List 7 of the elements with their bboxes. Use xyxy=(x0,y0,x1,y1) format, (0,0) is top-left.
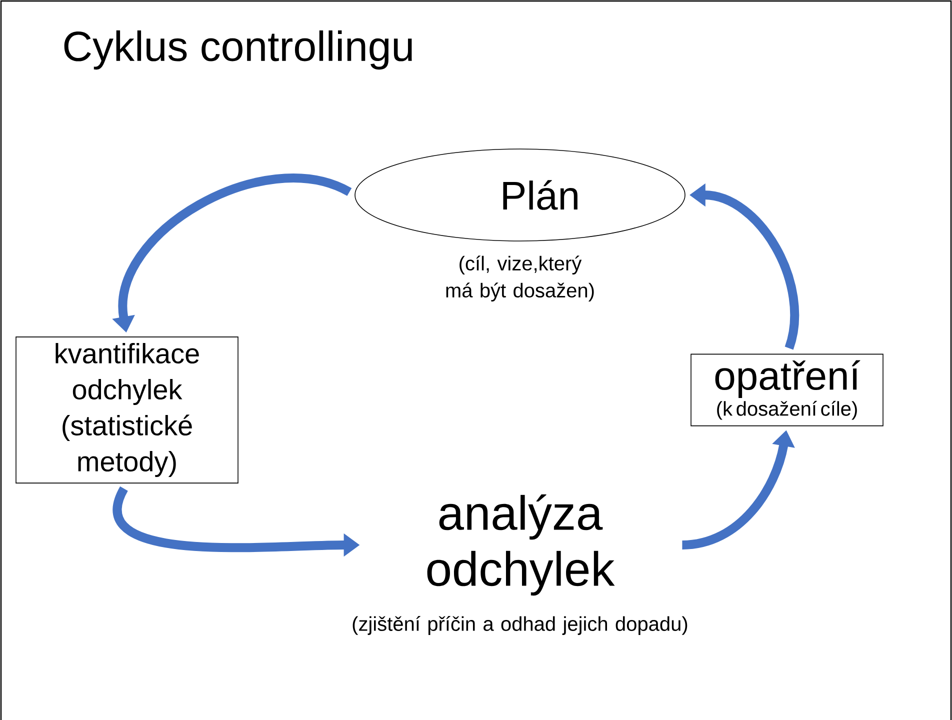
note-text: (cíl, vize,který má být dosažen) xyxy=(446,256,594,302)
ellipse-node: Plán xyxy=(354,148,686,242)
note-text: (zjištění příčin a odhad jejich dopadu) xyxy=(352,616,688,635)
process-box: kvantifikace odchylek (statistické metody) xyxy=(16,336,238,484)
title: Cyklus controllingu xyxy=(64,30,412,70)
process-box: opatření (k dosažení cíle) xyxy=(690,354,884,426)
node-text: analýza odchylek xyxy=(427,494,615,596)
